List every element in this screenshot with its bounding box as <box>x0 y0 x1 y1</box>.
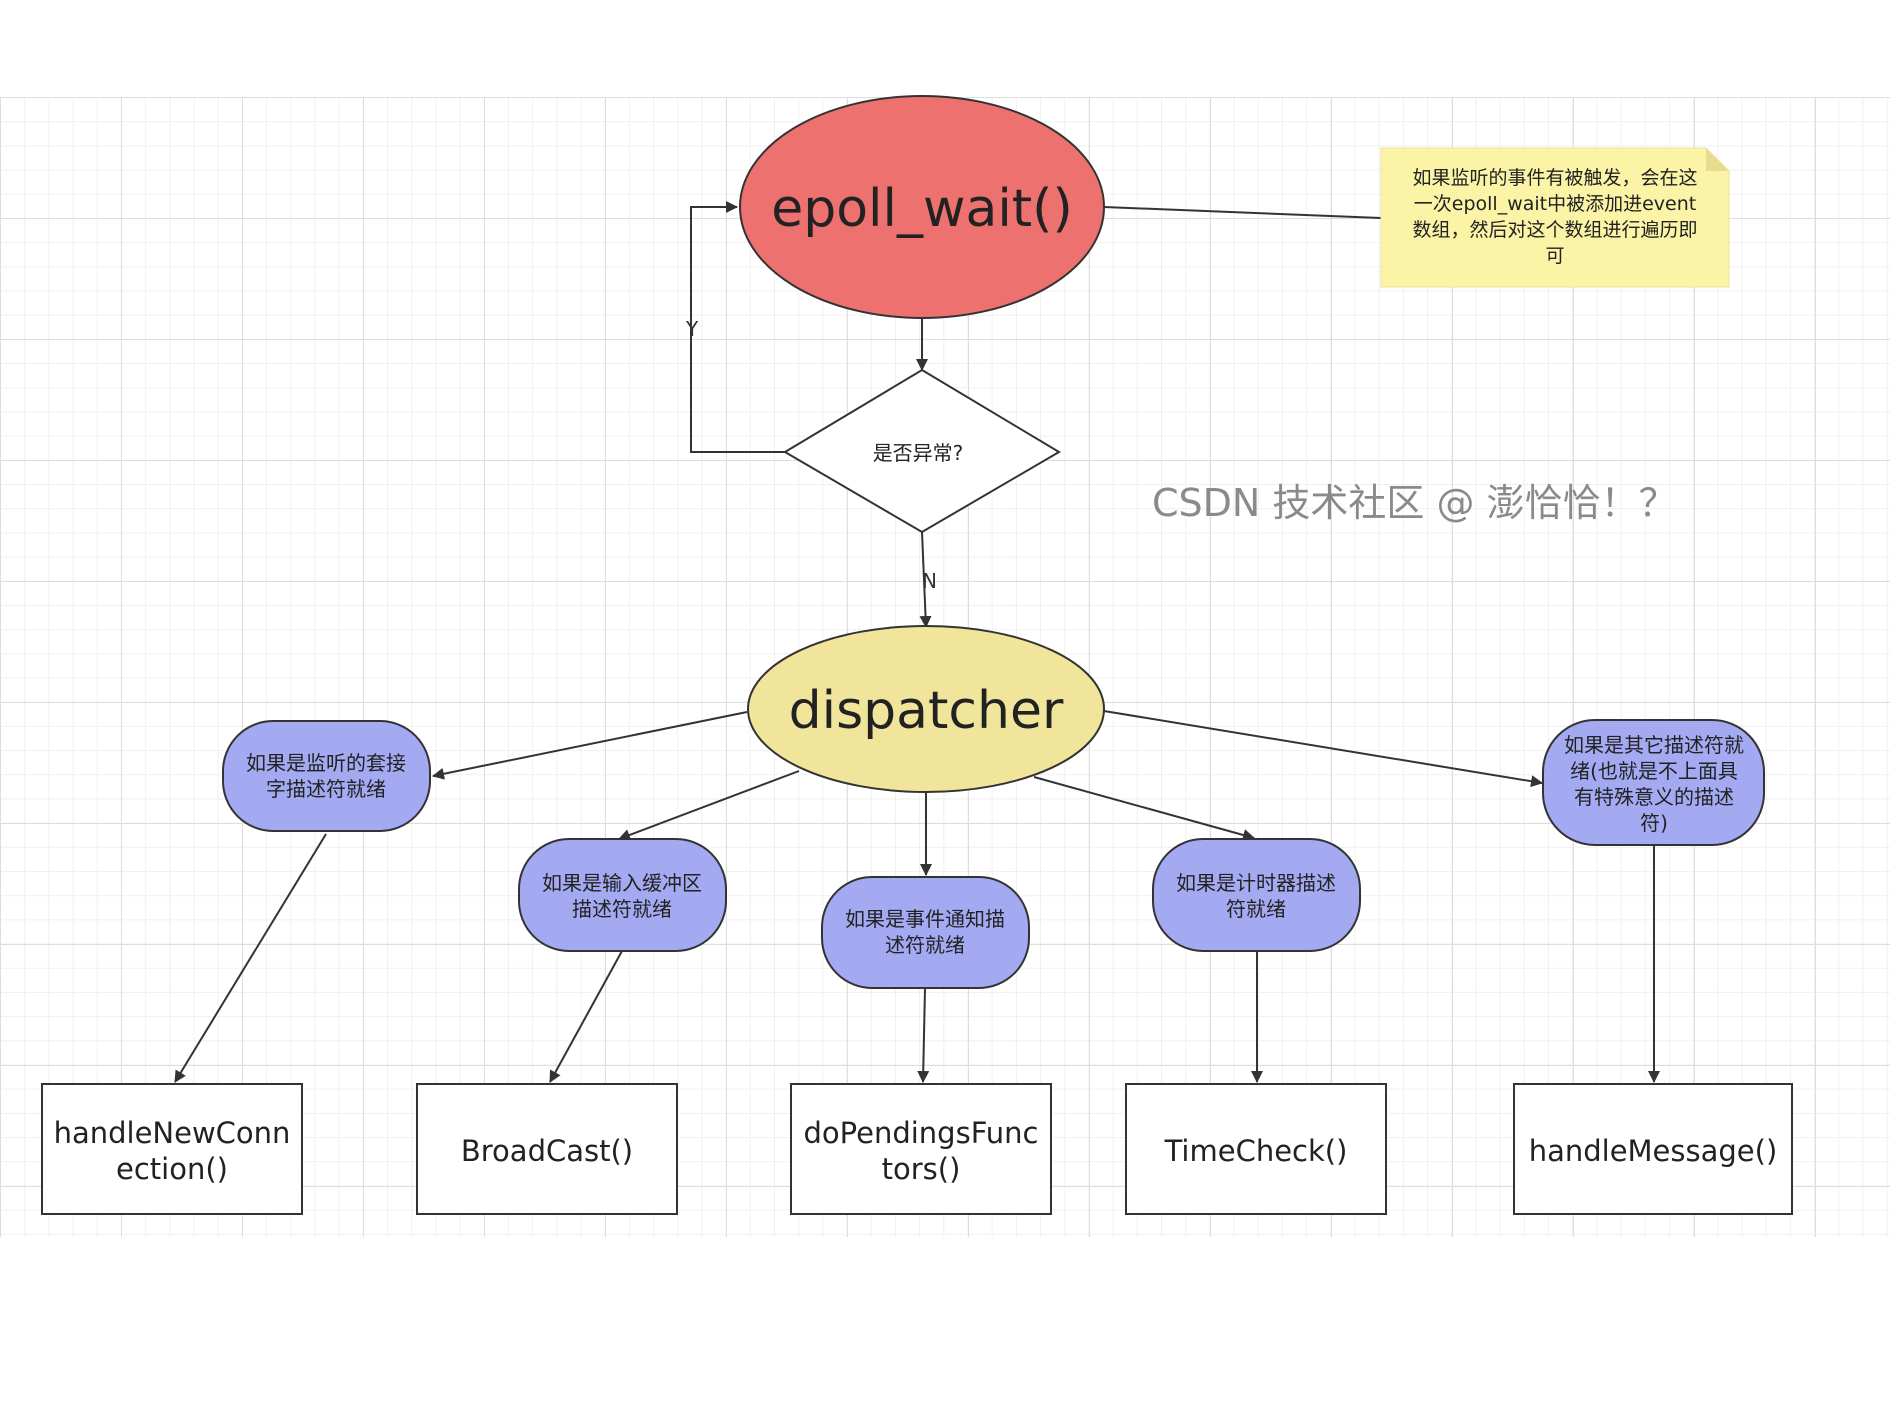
handler-new-connection: handleNewConn ection() <box>41 1083 303 1215</box>
edge-input-to-broadcast <box>549 950 623 1083</box>
handler-message-label: handleMessage() <box>1529 1134 1778 1168</box>
note-line-4: 可 <box>1545 245 1564 267</box>
note-line-2: 一次epoll_wait中被添加进event <box>1414 193 1696 215</box>
condition-input-buffer: 如果是输入缓冲区 描述符就绪 <box>518 838 727 952</box>
handler-timecheck-label: TimeCheck() <box>1164 1134 1348 1168</box>
edge-event-to-pending <box>917 987 930 1083</box>
watermark: CSDN 技术社区 @ 澎恰恰！？ <box>1152 481 1677 525</box>
edge-decision-no <box>919 531 932 628</box>
edge-dispatcher-to-listen <box>432 711 748 780</box>
no-label: N <box>922 569 937 593</box>
handler-broadcast-label: BroadCast() <box>461 1134 633 1168</box>
dispatcher-node: dispatcher <box>747 625 1105 793</box>
yes-label: Y <box>685 317 699 341</box>
edge-dispatcher-to-input <box>618 770 800 841</box>
condition-other-line-2: 绪(也就是不上面具 <box>1570 759 1738 783</box>
edge-epoll-to-note <box>1103 206 1382 219</box>
handler-pending-line-2: tors() <box>882 1152 961 1186</box>
condition-input-line-1: 如果是输入缓冲区 <box>542 871 702 895</box>
edge-dispatcher-to-other <box>1103 710 1543 788</box>
condition-timer: 如果是计时器描述 符就绪 <box>1152 838 1361 952</box>
condition-other-line-3: 有特殊意义的描述 <box>1574 785 1734 809</box>
condition-event-line-2: 述符就绪 <box>885 933 965 957</box>
handler-broadcast: BroadCast() <box>416 1083 678 1215</box>
condition-other-line-1: 如果是其它描述符就 <box>1564 733 1744 757</box>
epoll-wait-label: epoll_wait() <box>771 179 1073 239</box>
condition-timer-line-1: 如果是计时器描述 <box>1176 871 1336 895</box>
dispatcher-label: dispatcher <box>789 681 1064 741</box>
handler-new-connection-line-1: handleNewConn <box>54 1116 291 1150</box>
note-line-3: 数组，然后对这个数组进行遍历即 <box>1412 219 1697 241</box>
handler-new-connection-line-2: ection() <box>116 1152 228 1186</box>
connectors <box>174 201 1660 1083</box>
note-line-1: 如果监听的事件有被触发，会在这 <box>1412 167 1697 189</box>
handler-pending-line-1: doPendingsFunc <box>804 1116 1039 1150</box>
edge-decision-yes-loop <box>690 201 785 453</box>
condition-listen-line-1: 如果是监听的套接 <box>246 751 406 775</box>
condition-event-line-1: 如果是事件通知描 <box>845 907 1005 931</box>
edge-dispatcher-to-timer <box>1033 776 1255 841</box>
edge-listen-to-newconn <box>174 833 327 1083</box>
handler-timecheck: TimeCheck() <box>1125 1083 1387 1215</box>
condition-listen-line-2: 字描述符就绪 <box>266 777 386 801</box>
exception-decision: 是否异常? <box>783 368 1061 534</box>
epoll-wait-node: epoll_wait() <box>739 95 1105 319</box>
handler-pending-functors: doPendingsFunc tors() <box>790 1083 1052 1215</box>
decision-label: 是否异常? <box>873 441 964 465</box>
note-sticky: 如果监听的事件有被触发，会在这 一次epoll_wait中被添加进event 数… <box>1380 147 1730 288</box>
condition-other-line-4: 符) <box>1640 811 1668 835</box>
handler-message: handleMessage() <box>1513 1083 1793 1215</box>
condition-event-notify: 如果是事件通知描 述符就绪 <box>821 876 1030 989</box>
condition-other: 如果是其它描述符就 绪(也就是不上面具 有特殊意义的描述 符) <box>1542 719 1765 846</box>
condition-input-line-2: 描述符就绪 <box>572 897 672 921</box>
condition-listen-socket: 如果是监听的套接 字描述符就绪 <box>222 720 431 832</box>
condition-timer-line-2: 符就绪 <box>1226 897 1286 921</box>
